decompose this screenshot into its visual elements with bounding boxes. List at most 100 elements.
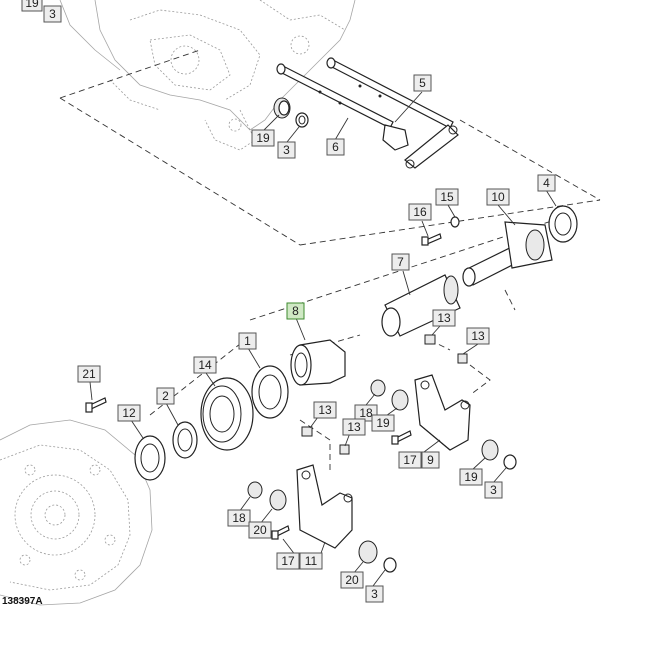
svg-text:6: 6: [332, 140, 339, 154]
svg-text:15: 15: [440, 190, 454, 204]
callout-17-b: 17: [276, 552, 300, 570]
svg-text:19: 19: [464, 470, 478, 484]
bushing-19-right: [481, 439, 499, 461]
callout-5: 5: [413, 74, 432, 92]
svg-text:10: 10: [491, 190, 505, 204]
svg-text:19: 19: [25, 0, 39, 10]
callout-4: 4: [537, 174, 556, 192]
callout-3-b: 3: [277, 141, 296, 159]
svg-text:5: 5: [419, 76, 426, 90]
svg-text:19: 19: [256, 131, 270, 145]
svg-text:12: 12: [122, 406, 136, 420]
svg-text:21: 21: [82, 367, 96, 381]
figure-reference-code: 138397A: [2, 596, 43, 607]
svg-text:9: 9: [427, 453, 434, 467]
bolt-17-upper: [391, 430, 412, 445]
bushing-20-lower: [358, 540, 378, 564]
callout-3-d: 3: [365, 585, 384, 603]
svg-text:11: 11: [305, 554, 318, 568]
svg-text:4: 4: [543, 176, 550, 190]
bushing-20-left: [269, 489, 287, 511]
washer-15: [450, 216, 460, 228]
callout-12: 12: [117, 404, 141, 422]
release-bearing-1: [251, 365, 289, 419]
svg-text:3: 3: [371, 587, 378, 601]
transmission-housing-outline: [59, 0, 356, 151]
callouts: 19 3 5 19 3 6 15 10 4 16 7 8 13 13 1 14 …: [21, 0, 556, 603]
callout-3-a: 3: [43, 5, 62, 23]
clip-13-d: [339, 444, 350, 455]
svg-text:20: 20: [253, 523, 267, 537]
callout-2: 2: [156, 387, 175, 405]
bushing-19-upper: [391, 389, 409, 411]
callout-19-b: 19: [251, 129, 275, 147]
release-tube-7: [381, 274, 461, 337]
callout-11: 11: [299, 552, 323, 570]
svg-text:14: 14: [198, 358, 212, 372]
callout-13-a: 13: [432, 309, 456, 327]
callout-7: 7: [391, 253, 410, 271]
svg-text:17: 17: [281, 554, 295, 568]
bushing-18-lower: [247, 481, 263, 499]
svg-text:13: 13: [471, 329, 485, 343]
clip-13-b: [457, 353, 468, 364]
svg-text:3: 3: [49, 7, 56, 21]
guide-sleeve-10: [462, 221, 553, 287]
seal-4: [548, 205, 578, 243]
svg-text:7: 7: [397, 255, 404, 269]
callout-1: 1: [238, 332, 257, 350]
callout-15: 15: [435, 188, 459, 206]
clip-13-c: [301, 426, 313, 437]
callout-10: 10: [486, 188, 510, 206]
bolt-21: [85, 397, 107, 413]
svg-text:3: 3: [490, 483, 497, 497]
bolt-16: [421, 233, 442, 246]
callout-13-c: 13: [313, 401, 337, 419]
clip-13-a: [424, 334, 436, 345]
seal-12: [134, 435, 166, 481]
svg-text:18: 18: [232, 511, 246, 525]
callout-20-a: 20: [248, 521, 272, 539]
svg-text:19: 19: [376, 416, 390, 430]
bushing-19-top: [273, 97, 291, 119]
callout-19-a: 19: [21, 0, 43, 12]
svg-text:1: 1: [244, 334, 251, 348]
svg-text:20: 20: [345, 573, 359, 587]
callout-17-a: 17: [398, 451, 422, 469]
svg-text:18: 18: [359, 406, 373, 420]
bolt-17-lower: [271, 525, 290, 540]
svg-text:17: 17: [403, 453, 417, 467]
svg-text:2: 2: [162, 389, 169, 403]
callout-18-b: 18: [227, 509, 251, 527]
svg-text:16: 16: [413, 205, 427, 219]
bearing-carrier-8: [290, 339, 346, 386]
callout-13-d: 13: [342, 418, 366, 436]
callout-6: 6: [326, 138, 345, 156]
callout-20-b: 20: [340, 571, 364, 589]
callout-21: 21: [77, 365, 101, 383]
snap-ring-3-right: [503, 454, 517, 470]
svg-text:13: 13: [437, 311, 451, 325]
callout-3-c: 3: [484, 481, 503, 499]
release-fork-9: [414, 374, 471, 451]
shift-rod-assembly: [276, 57, 459, 169]
clutch-housing-outline: [0, 419, 153, 606]
callout-13-b: 13: [466, 327, 490, 345]
svg-text:3: 3: [283, 143, 290, 157]
snap-ring-3-top: [295, 112, 309, 128]
callout-14: 14: [193, 356, 217, 374]
callout-19-c: 19: [371, 414, 395, 432]
svg-text:13: 13: [318, 403, 332, 417]
bushing-18-upper: [370, 379, 386, 397]
svg-text:13: 13: [347, 420, 361, 434]
snap-ring-3-lower: [383, 557, 397, 573]
ring-2: [172, 421, 198, 459]
release-fork-11: [296, 464, 353, 549]
callout-9: 9: [421, 451, 440, 469]
callout-8: 8: [286, 302, 305, 320]
svg-text:8: 8: [292, 304, 299, 318]
callout-16: 16: [408, 203, 432, 221]
callout-19-d: 19: [459, 468, 483, 486]
bearing-housing-14: [200, 377, 254, 451]
